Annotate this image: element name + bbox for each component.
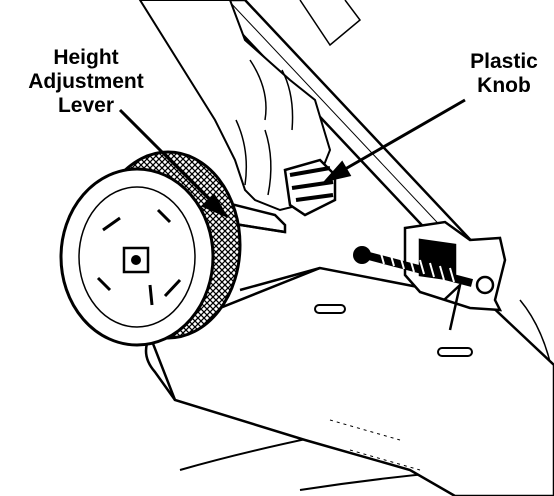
leader-plastic-knob	[322, 98, 466, 183]
spring	[353, 246, 474, 331]
callout-height-adjustment-lever: Height Adjustment Lever	[6, 46, 166, 118]
callout-line: Plastic	[470, 50, 538, 73]
callout-line: Lever	[57, 94, 115, 117]
bracket	[403, 220, 507, 312]
plastic-knob	[283, 158, 337, 217]
callout-line: Height	[53, 46, 119, 69]
callout-line: Knob	[477, 74, 531, 97]
leader-height-lever	[118, 108, 229, 219]
callout-plastic-knob: Plastic Knob	[455, 50, 553, 98]
leader-arrows	[118, 98, 466, 219]
mower-wheel	[59, 150, 242, 347]
callout-line: Adjustment	[28, 70, 144, 93]
